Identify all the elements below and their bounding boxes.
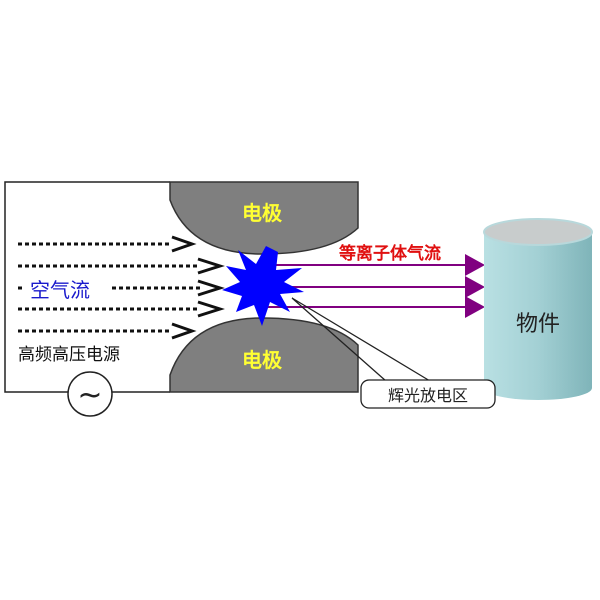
air-flow-lines: [18, 242, 200, 333]
callout-pointer: [291, 297, 431, 382]
glow-discharge-spark: [222, 246, 304, 326]
air-flow-chevrons: [171, 235, 225, 340]
plasma-flow-label: 等离子体气流: [339, 243, 441, 264]
ac-symbol: ~: [77, 378, 102, 413]
workpiece-cylinder: [483, 218, 593, 400]
ac-source-icon: [67, 371, 113, 417]
glow-discharge-label: 辉光放电区: [388, 386, 468, 405]
power-source-label: 高频高压电源: [18, 345, 120, 365]
workpiece-label: 物件: [516, 312, 560, 337]
electrode-bottom-label: 电极: [242, 348, 283, 372]
callout-box: [360, 379, 496, 409]
circuit-wire: [4, 181, 170, 393]
air-flow-label: 空气流: [30, 278, 90, 302]
electrode-top-label: 电极: [242, 201, 283, 225]
plasma-arrows: [265, 254, 485, 318]
